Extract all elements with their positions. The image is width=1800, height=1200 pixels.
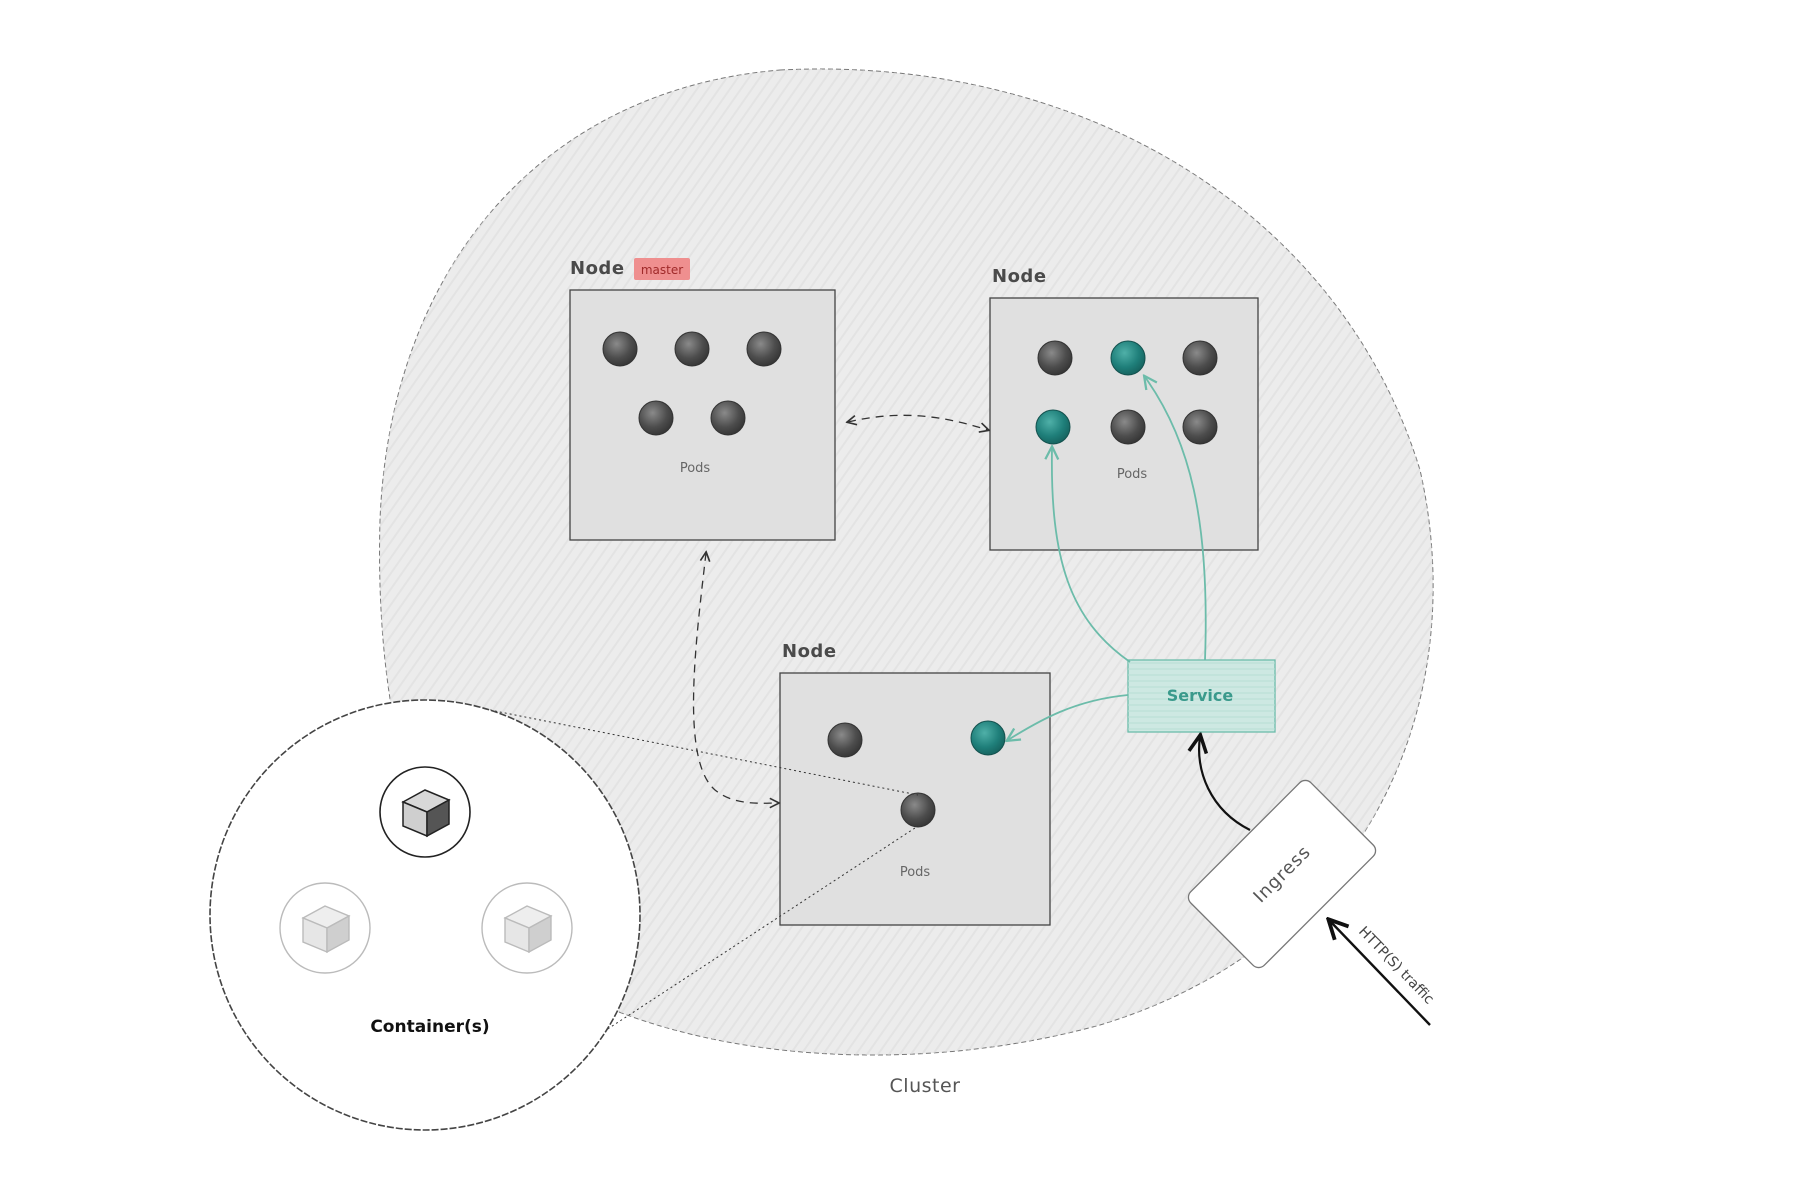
pod-icon bbox=[1037, 340, 1073, 376]
node-title: Node bbox=[570, 258, 625, 279]
master-badge-label: master bbox=[641, 263, 683, 277]
pods-label: Pods bbox=[1117, 467, 1148, 482]
cluster-label: Cluster bbox=[890, 1075, 961, 1097]
ingress-to-service-arrow bbox=[1199, 737, 1251, 831]
node-title: Node bbox=[992, 266, 1047, 287]
master-right-connection bbox=[848, 414, 988, 430]
pod-icon-teal bbox=[970, 720, 1006, 756]
pod-icon bbox=[674, 331, 710, 367]
pod-icon bbox=[746, 331, 782, 367]
pod-icon bbox=[1110, 409, 1146, 445]
traffic-arrow bbox=[1330, 921, 1431, 1026]
container-cube-icon bbox=[379, 766, 471, 858]
pod-icon bbox=[602, 331, 638, 367]
node-title: Node bbox=[782, 641, 837, 662]
pods-label: Pods bbox=[900, 865, 931, 880]
service-to-pod-arrow bbox=[1008, 694, 1129, 740]
service-to-pod-arrow bbox=[1052, 448, 1131, 663]
node-master: Node master Pods bbox=[569, 258, 836, 541]
pod-icon-teal bbox=[1035, 409, 1071, 445]
pod-icon-teal bbox=[1110, 340, 1146, 376]
service-to-pod-arrow bbox=[1145, 377, 1207, 661]
pod-icon bbox=[710, 400, 746, 436]
master-bottom-connection bbox=[692, 553, 778, 803]
pod-icon bbox=[827, 722, 863, 758]
node-right: Node Pods bbox=[989, 266, 1259, 551]
container-cube-icon bbox=[279, 882, 371, 974]
pod-icon bbox=[900, 792, 936, 828]
traffic-label: HTTP(S) traffic bbox=[1355, 924, 1437, 1008]
container-cube-icon bbox=[481, 882, 573, 974]
pod-icon bbox=[1182, 409, 1218, 445]
pod-zoom-circle: Container(s) bbox=[209, 699, 641, 1131]
ingress-box[interactable]: Ingress bbox=[1185, 777, 1379, 971]
zoom-line bbox=[544, 825, 919, 1071]
master-badge bbox=[634, 258, 690, 280]
node-bottom: Node Pods bbox=[779, 641, 1051, 926]
pod-icon bbox=[638, 400, 674, 436]
service-label: Service bbox=[1167, 686, 1234, 705]
service-box[interactable]: Service bbox=[1127, 659, 1276, 733]
pods-label: Pods bbox=[680, 461, 711, 476]
pod-icon bbox=[1182, 340, 1218, 376]
containers-label: Container(s) bbox=[370, 1017, 489, 1037]
